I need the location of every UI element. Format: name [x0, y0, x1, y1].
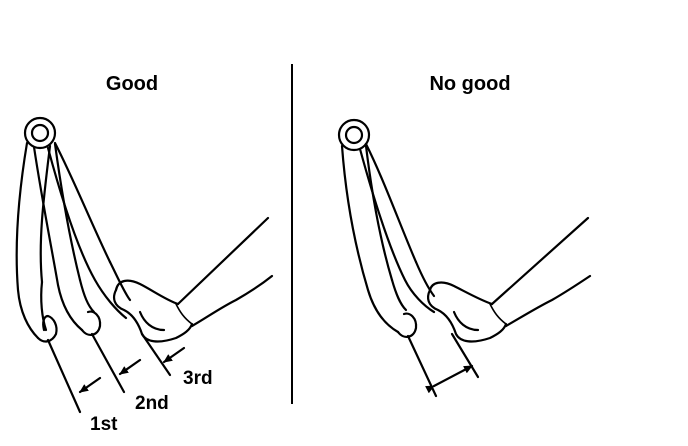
label-1st: 1st [90, 414, 118, 435]
no-good-panel-illustration [337, 118, 592, 398]
good-panel-title: Good [106, 73, 158, 95]
no-good-lever-position-a [340, 144, 418, 338]
good-pivot-icon [23, 116, 57, 150]
arrow-1st [78, 376, 102, 394]
arrow-2nd [118, 358, 142, 376]
no-good-foot-shoe-icon [427, 281, 508, 343]
good-foot-shoe-icon [113, 279, 194, 343]
label-2nd: 2nd [135, 393, 169, 414]
arrow-3rd [162, 346, 186, 364]
no-good-panel-title: No good [429, 73, 510, 95]
no-good-leg-icon [490, 216, 592, 328]
no-good-guide-line-b [450, 332, 480, 379]
no-good-guide-line-a [406, 334, 438, 398]
good-leg-icon [176, 216, 274, 328]
label-3rd: 3rd [183, 368, 213, 389]
guide-line-3rd [140, 332, 172, 377]
no-good-lever-position-b [358, 142, 436, 314]
guide-line-1st [46, 338, 82, 414]
no-good-double-arrow [425, 364, 474, 394]
guide-line-2nd [90, 332, 126, 394]
good-panel-illustration: 1st 2nd 3rd [15, 116, 274, 435]
lever-position-3rd [46, 141, 132, 320]
lever-position-2nd [32, 142, 102, 336]
no-good-pivot-icon [337, 118, 371, 152]
